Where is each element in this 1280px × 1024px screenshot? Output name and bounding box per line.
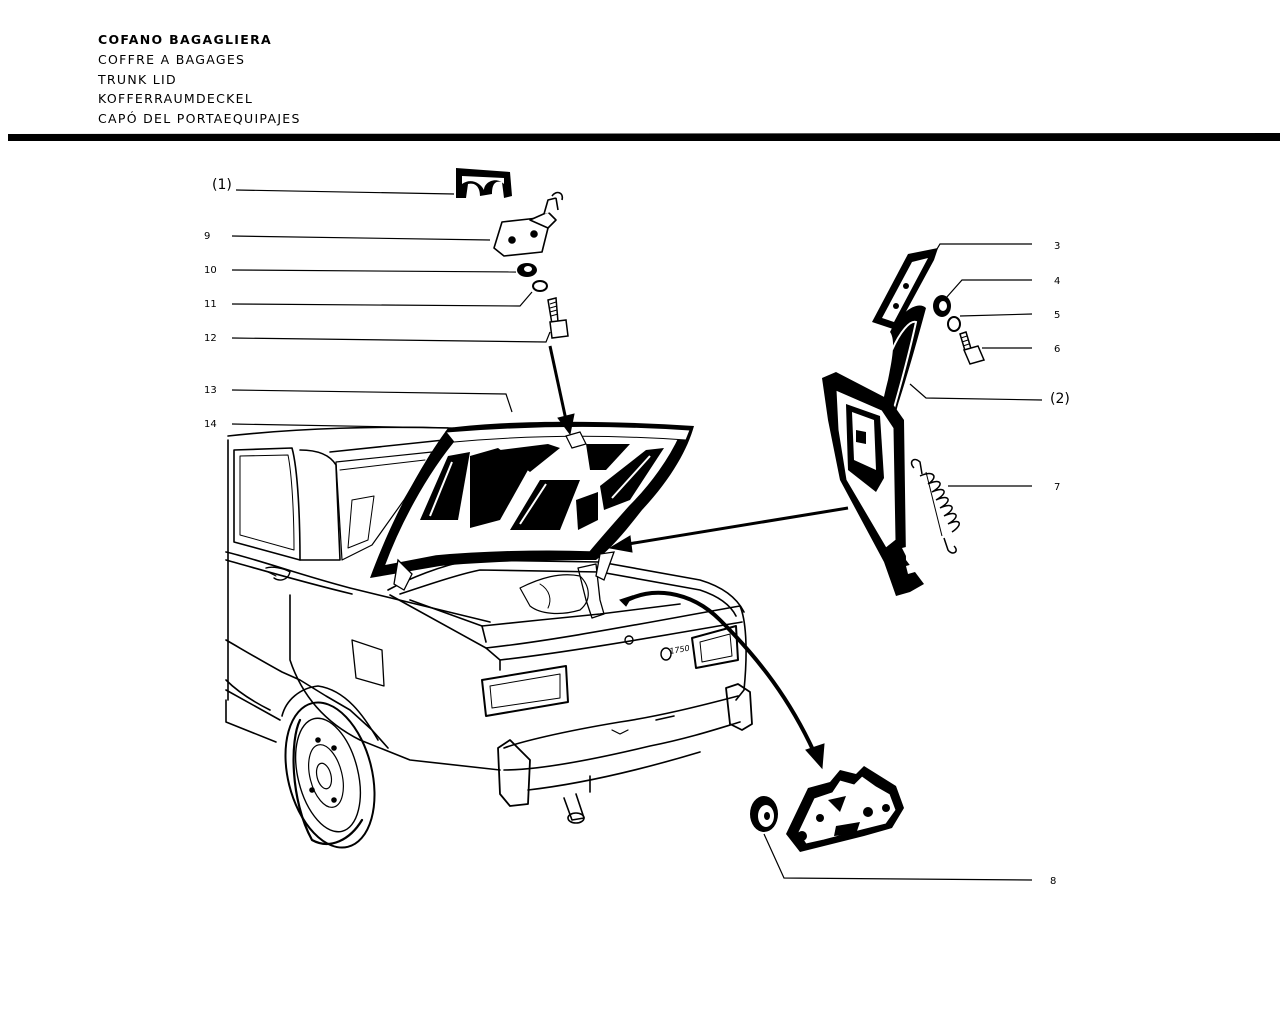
callout-7: 7 xyxy=(1054,482,1060,493)
title-german: KOFFERRAUMDECKEL xyxy=(98,91,254,107)
title-block: COFANO BAGAGLIERA COFFRE A BAGAGES TRUNK… xyxy=(98,30,301,129)
leader-lines xyxy=(231,189,1043,881)
part-6-bolt xyxy=(959,331,986,365)
callout-ref-1: (1) xyxy=(212,177,232,193)
callout-3: 3 xyxy=(1054,241,1060,252)
callout-6: 6 xyxy=(1054,344,1060,355)
part-3-hinge-plate xyxy=(872,248,938,330)
part-11-lock-washer xyxy=(532,280,548,292)
callout-5: 5 xyxy=(1054,310,1060,321)
trunk-lid xyxy=(370,421,694,591)
callout-10: 10 xyxy=(204,265,217,276)
callout-12: 12 xyxy=(204,333,217,344)
callout-14: 14 xyxy=(204,419,217,430)
callout-11: 11 xyxy=(204,299,217,310)
car-illustration xyxy=(225,426,753,849)
part-5-lock-washer xyxy=(947,316,961,332)
callout-8: 8 xyxy=(1050,876,1056,887)
part-12-bolt xyxy=(547,297,569,339)
model-badge-text: 1750 xyxy=(669,644,691,656)
part-1-shim xyxy=(456,168,512,198)
part-4-washer xyxy=(933,295,951,317)
title-italian: COFANO BAGAGLIERA xyxy=(98,32,272,47)
part-9-bracket xyxy=(493,191,564,257)
callout-ref-2: (2) xyxy=(1050,391,1070,407)
part-2-hinge-assembly xyxy=(822,305,926,596)
part-10-washer xyxy=(517,263,537,277)
title-english: TRUNK LID xyxy=(98,71,177,87)
model-badge: 1750 xyxy=(660,644,691,661)
title-french: COFFRE A BAGAGES xyxy=(98,51,246,67)
assembly-arrows xyxy=(548,345,849,770)
callout-labels: (1) 9 10 11 12 13 14 3 4 5 6 (2) 7 8 xyxy=(204,177,1070,887)
part-8-latch xyxy=(750,766,904,852)
callout-13: 13 xyxy=(204,385,217,396)
callout-4: 4 xyxy=(1054,276,1060,287)
callout-9: 9 xyxy=(204,231,210,242)
part-7-spring xyxy=(910,458,960,554)
header-rule xyxy=(8,133,1280,141)
title-spanish: CAPÓ DEL PORTAEQUIPAJES xyxy=(98,111,301,127)
